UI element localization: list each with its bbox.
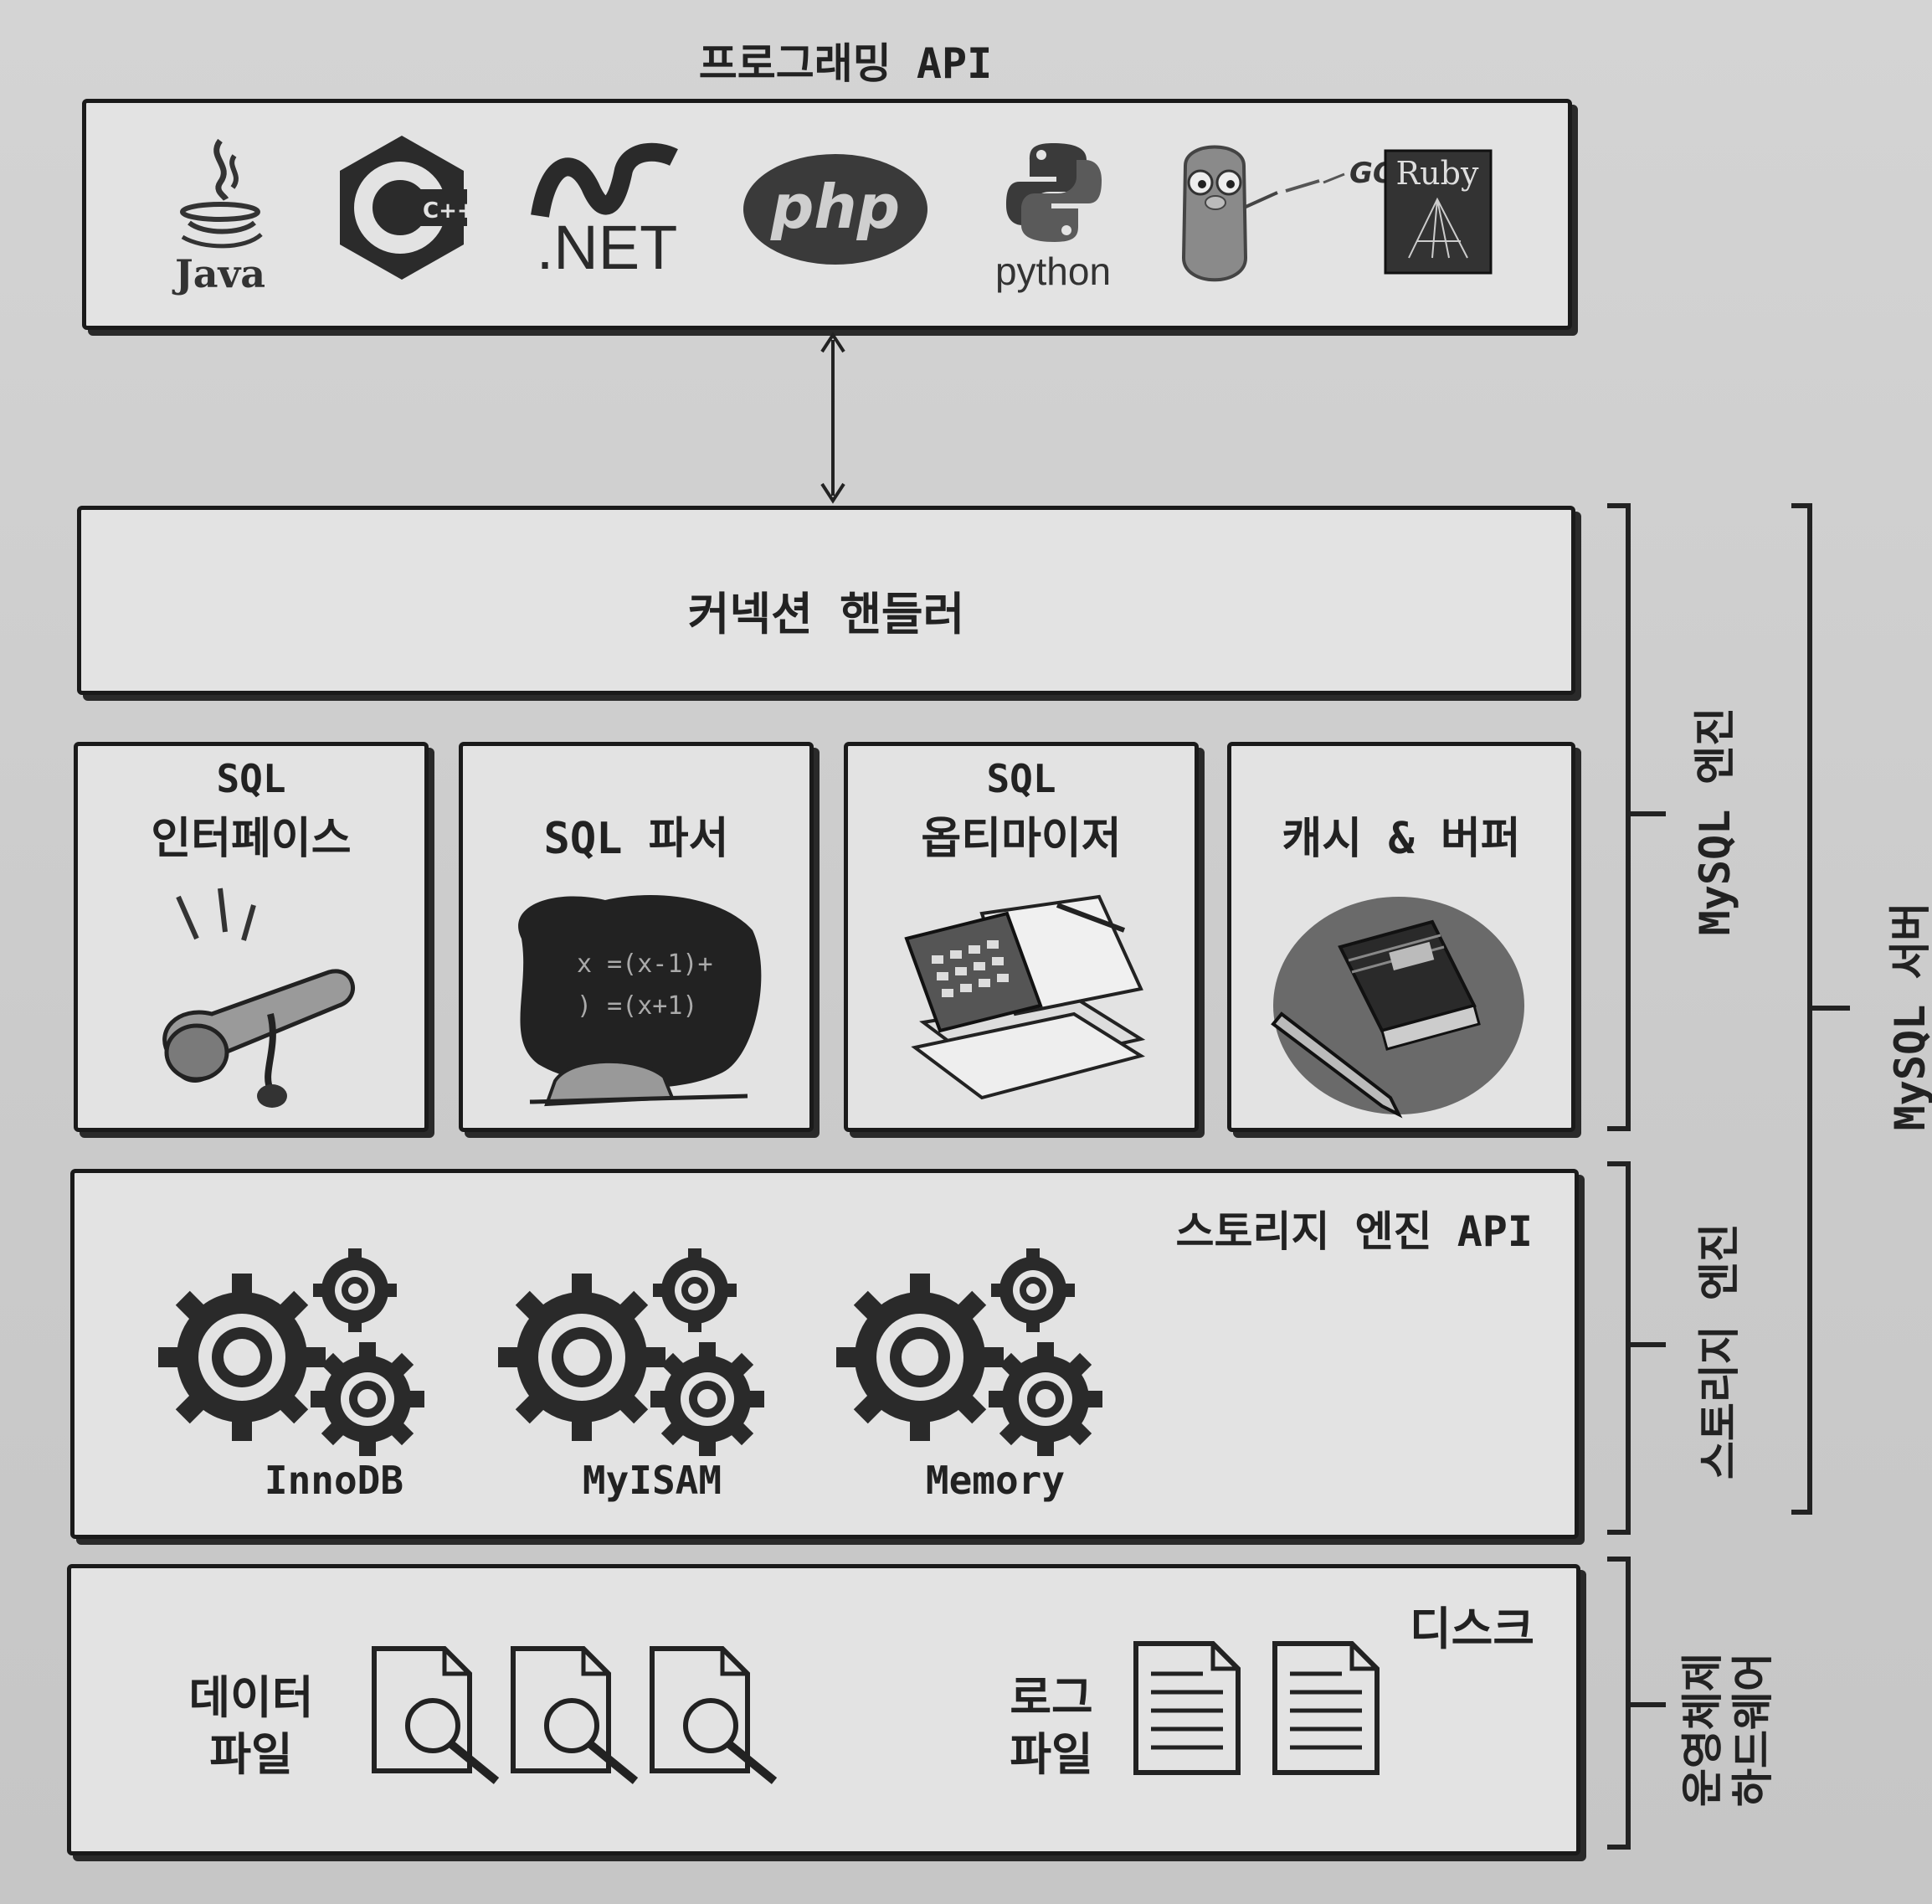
java-logo: Java <box>153 118 287 311</box>
sql-parser-box: SQL 파서 x =(x-1)+ ) =(x+1) <box>459 742 814 1132</box>
ruby-book-icon: Ruby <box>1384 149 1493 275</box>
sql-optimizer-box: SQL 옵티마이저 <box>844 742 1199 1132</box>
sql-parser-label: SQL 파서 <box>543 814 729 864</box>
java-cup-icon <box>180 138 263 249</box>
data-files-label-1: 데이터 <box>188 1671 314 1724</box>
sql-optimizer-label-2: 옵티마이저 <box>921 814 1122 864</box>
programming-api-title: 프로그래밍 API <box>698 39 993 88</box>
disk-box: 디스크 데이터 파일 로그 파일 <box>67 1564 1580 1855</box>
api-connection-arrow <box>820 332 845 504</box>
data-file-icon-2 <box>511 1646 639 1784</box>
dotnet-wave-icon <box>531 142 678 218</box>
mysql-engine-bracket <box>1607 503 1631 1131</box>
log-file-icon-1 <box>1133 1641 1241 1775</box>
cache-buffer-box: 캐시 & 버퍼 <box>1227 742 1575 1132</box>
ruby-logo: Ruby <box>1380 128 1497 296</box>
svg-text:x =(x-1)+: x =(x-1)+ <box>577 949 713 979</box>
svg-text:) =(x+1): ) =(x+1) <box>577 991 698 1021</box>
storage-engine-api-label: 스토리지 엔진 API <box>1175 1207 1533 1256</box>
engine-label-myisam: MyISAM <box>582 1458 722 1503</box>
os-hardware-bracket <box>1607 1557 1631 1850</box>
php-label: php <box>770 172 900 242</box>
cache-buffer-label: 캐시 & 버퍼 <box>1282 814 1521 864</box>
memory-gears-icon <box>836 1248 1102 1456</box>
connection-handler-label: 커넥션 핸들러 <box>687 588 965 641</box>
storage-engine-api-box: 스토리지 엔진 API <box>70 1169 1579 1539</box>
dotnet-logo: .NET <box>523 128 691 296</box>
log-files-label-2: 파일 <box>1010 1728 1093 1781</box>
notebook-pencil-icon <box>1271 897 1524 1119</box>
engine-label-memory: Memory <box>925 1458 1066 1503</box>
programming-api-box: Java C++ .NET php python <box>82 99 1572 330</box>
myisam-gears-icon <box>498 1248 764 1456</box>
data-files-label-2: 파일 <box>209 1728 293 1781</box>
connection-handler-box: 커넥션 핸들러 <box>77 506 1575 695</box>
php-logo: php <box>739 147 932 272</box>
java-label: Java <box>174 251 266 296</box>
innodb-gears-icon <box>158 1248 424 1456</box>
log-file-icon-2 <box>1272 1641 1380 1775</box>
python-label: python <box>994 250 1112 293</box>
sql-interface-label-1: SQL <box>216 756 286 801</box>
data-file-icon-1 <box>372 1646 500 1784</box>
go-logo: GO <box>1148 128 1432 296</box>
php-ellipse-icon: php <box>743 154 927 265</box>
storage-engine-bracket-label: 스토리지 엔진 <box>1695 1222 1744 1480</box>
scroll-icon <box>162 888 355 1108</box>
mysql-server-bracket-label: MySQL 서버 <box>1886 902 1932 1131</box>
python-logo: python <box>974 128 1133 304</box>
calculator-icon <box>904 894 1146 1100</box>
data-file-icon-3 <box>650 1646 778 1784</box>
cpp-label: C++ <box>423 198 475 224</box>
mysql-engine-bracket-label: MySQL 엔진 <box>1691 707 1739 936</box>
log-files-label-1: 로그 <box>1010 1671 1093 1724</box>
sql-interface-label-2: 인터페이스 <box>151 814 352 864</box>
os-hardware-bracket-label-2: 하드웨어 <box>1729 1653 1777 1807</box>
dotnet-label: .NET <box>536 213 678 282</box>
cpp-logo: C++ <box>331 128 475 287</box>
python-snake-icon <box>1006 143 1102 242</box>
sql-interface-box: SQL 인터페이스 <box>74 742 429 1132</box>
chalkboard-icon: x =(x-1)+ ) =(x+1) <box>518 895 762 1107</box>
mysql-server-bracket <box>1791 503 1812 1515</box>
storage-engine-bracket <box>1607 1161 1631 1535</box>
engine-label-innodb: InnoDB <box>264 1458 404 1503</box>
go-gopher-icon: GO <box>1181 145 1397 282</box>
sql-optimizer-label-1: SQL <box>986 756 1056 801</box>
cpp-hexagon-icon: C++ <box>340 136 475 280</box>
disk-title: 디스크 <box>1409 1603 1534 1655</box>
ruby-label: Ruby <box>1396 155 1479 192</box>
